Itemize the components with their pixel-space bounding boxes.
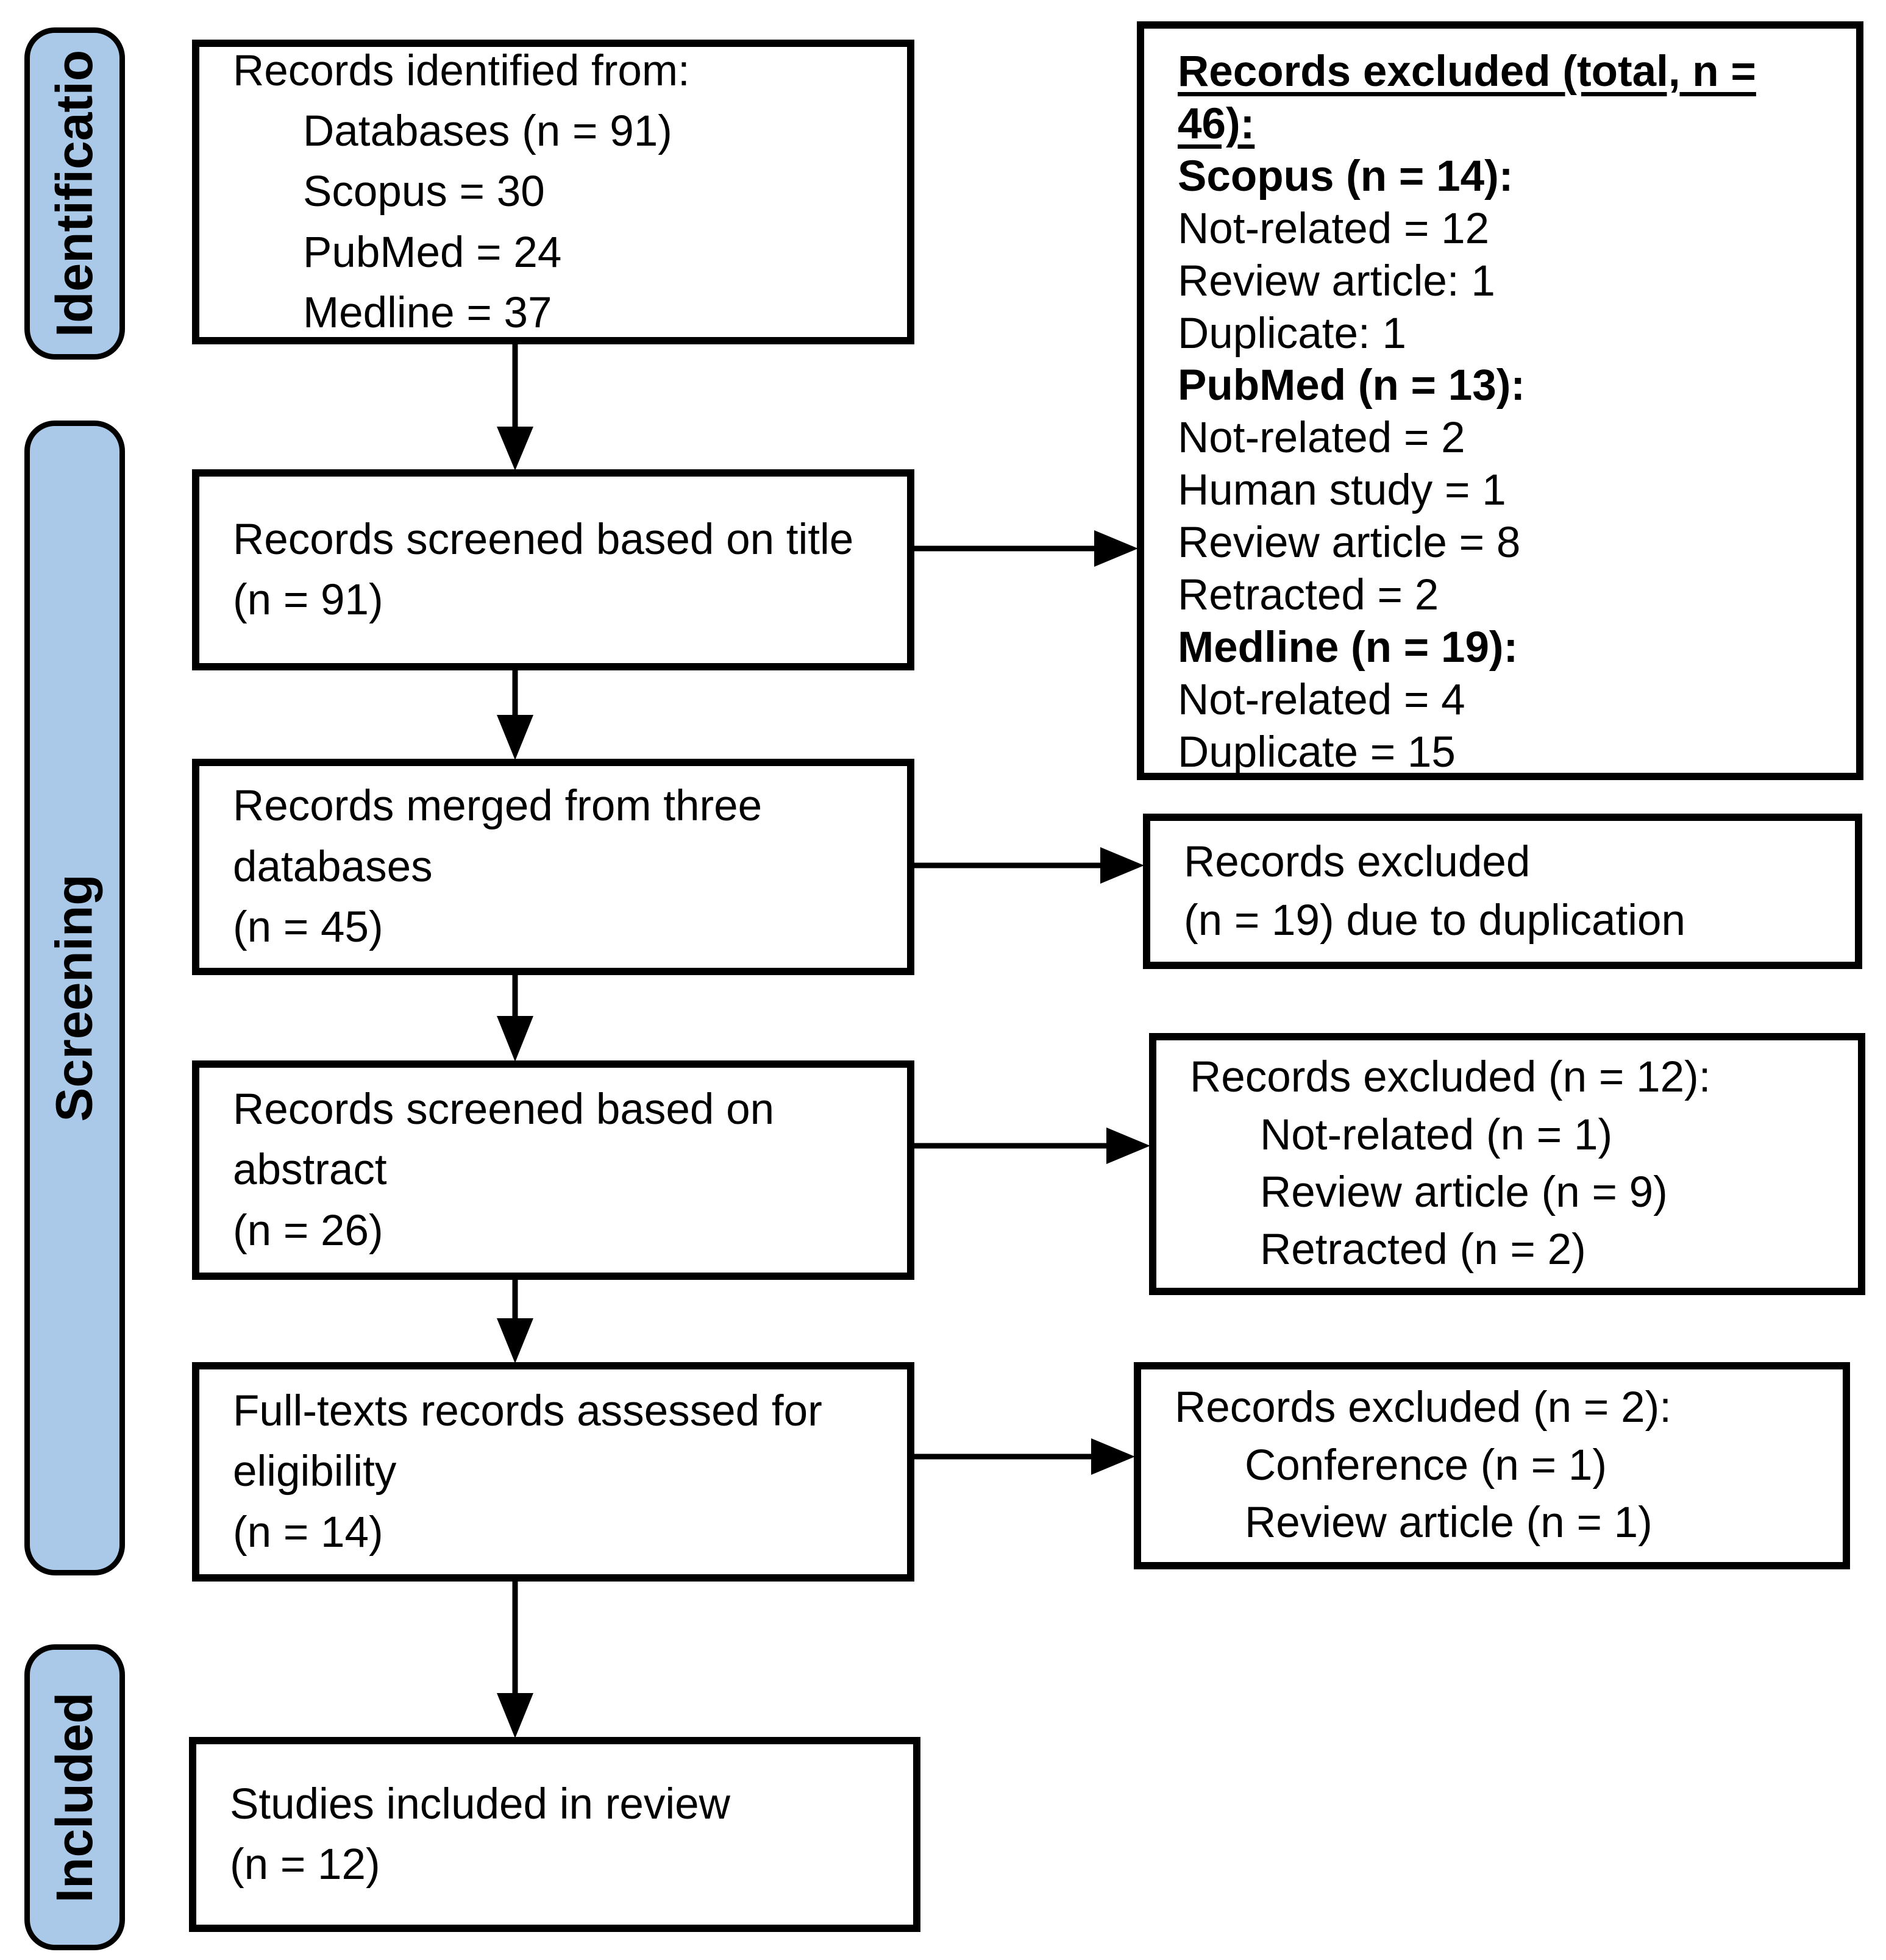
records-identified-item: PubMed = 24 (303, 228, 562, 277)
box-fulltext-assessed: Full-texts records assessed for eligibil… (192, 1362, 914, 1582)
excluded-abstract-heading: Records excluded (n = 12): (1190, 1053, 1711, 1102)
excluded-fulltext-item: Conference (n = 1) (1245, 1441, 1607, 1490)
excluded-total-heading: Records excluded (total, n = (1178, 48, 1756, 96)
arrow-merged-to-screened-abstract (497, 975, 533, 1062)
arrow-merged-to-excluded-duplication (914, 847, 1144, 884)
arrow-screened-title-to-merged (497, 670, 533, 760)
stage-label-included-text: Included (46, 1692, 104, 1903)
excluded-fulltext-heading: Records excluded (n = 2): (1175, 1383, 1671, 1432)
box-records-excluded-abstract: Records excluded (n = 12): Not-related (… (1149, 1033, 1865, 1295)
excluded-abstract-item: Not-related (n = 1) (1260, 1110, 1613, 1159)
excluded-total-line: Medline (n = 19): (1178, 623, 1518, 672)
excluded-total-line: Review article = 8 (1178, 519, 1521, 567)
excluded-total-line: PubMed (n = 13): (1178, 361, 1526, 410)
excluded-total-line: Duplicate = 15 (1178, 728, 1456, 776)
stage-label-identification: Identificatio (24, 27, 125, 360)
records-merged-line: databases (233, 842, 433, 891)
box-records-excluded-total: Records excluded (total, n = 46): Scopus… (1137, 21, 1863, 780)
excluded-duplication-line: Records excluded (1184, 837, 1531, 886)
excluded-total-line: Scopus (n = 14): (1178, 152, 1514, 201)
records-screened-abstract-line: abstract (233, 1146, 387, 1195)
stage-label-screening-text: Screening (46, 874, 104, 1122)
records-screened-title-line: Records screened based on title (233, 515, 854, 564)
stage-label-identification-text: Identificatio (46, 49, 104, 338)
fulltext-assessed-line: eligibility (233, 1447, 397, 1496)
arrow-screened-title-to-excluded-total (914, 530, 1138, 567)
stage-label-included: Included (24, 1644, 125, 1950)
records-screened-abstract-line: Records screened based on (233, 1085, 775, 1134)
fulltext-assessed-line: Full-texts records assessed for (233, 1387, 822, 1435)
records-identified-item: Scopus = 30 (303, 168, 545, 216)
box-records-screened-title: Records screened based on title (n = 91) (192, 469, 914, 670)
excluded-total-line: Not-related = 4 (1178, 675, 1465, 724)
records-screened-title-line: (n = 91) (233, 576, 383, 624)
arrow-fulltext-to-included (497, 1582, 533, 1738)
excluded-total-line: Duplicate: 1 (1178, 309, 1406, 358)
box-records-excluded-duplication: Records excluded (n = 19) due to duplica… (1143, 814, 1862, 969)
arrow-screened-abstract-to-fulltext (497, 1280, 533, 1363)
studies-included-line: (n = 12) (230, 1841, 380, 1889)
box-records-excluded-fulltext: Records excluded (n = 2): Conference (n … (1134, 1362, 1850, 1569)
arrow-screened-abstract-to-excluded-abstract (914, 1127, 1150, 1164)
records-merged-line: (n = 45) (233, 903, 383, 952)
box-records-screened-abstract: Records screened based on abstract (n = … (192, 1060, 914, 1280)
excluded-total-line: Review article: 1 (1178, 257, 1495, 305)
box-studies-included: Studies included in review (n = 12) (189, 1737, 920, 1932)
records-identified-title: Records identified from: (233, 46, 690, 95)
excluded-duplication-line: (n = 19) due to duplication (1184, 896, 1685, 945)
box-records-merged: Records merged from three databases (n =… (192, 759, 914, 975)
records-identified-item: Databases (n = 91) (303, 107, 672, 155)
arrow-identified-to-screened-title (497, 344, 533, 470)
excluded-fulltext-item: Review article (n = 1) (1245, 1499, 1653, 1547)
arrow-fulltext-to-excluded-fulltext (914, 1438, 1135, 1475)
box-records-identified: Records identified from: Databases (n = … (192, 40, 914, 344)
excluded-total-line: Human study = 1 (1178, 466, 1506, 515)
excluded-total-line: Retracted = 2 (1178, 571, 1439, 620)
records-merged-line: Records merged from three (233, 782, 763, 831)
excluded-total-line: Not-related = 2 (1178, 414, 1465, 463)
records-screened-abstract-line: (n = 26) (233, 1206, 383, 1255)
stage-label-screening: Screening (24, 421, 125, 1575)
excluded-abstract-item: Retracted (n = 2) (1260, 1226, 1586, 1274)
excluded-abstract-item: Review article (n = 9) (1260, 1168, 1668, 1216)
excluded-total-heading: 46): (1178, 99, 1255, 148)
fulltext-assessed-line: (n = 14) (233, 1508, 383, 1557)
studies-included-line: Studies included in review (230, 1780, 730, 1828)
excluded-total-line: Not-related = 12 (1178, 204, 1490, 253)
records-identified-item: Medline = 37 (303, 289, 552, 338)
